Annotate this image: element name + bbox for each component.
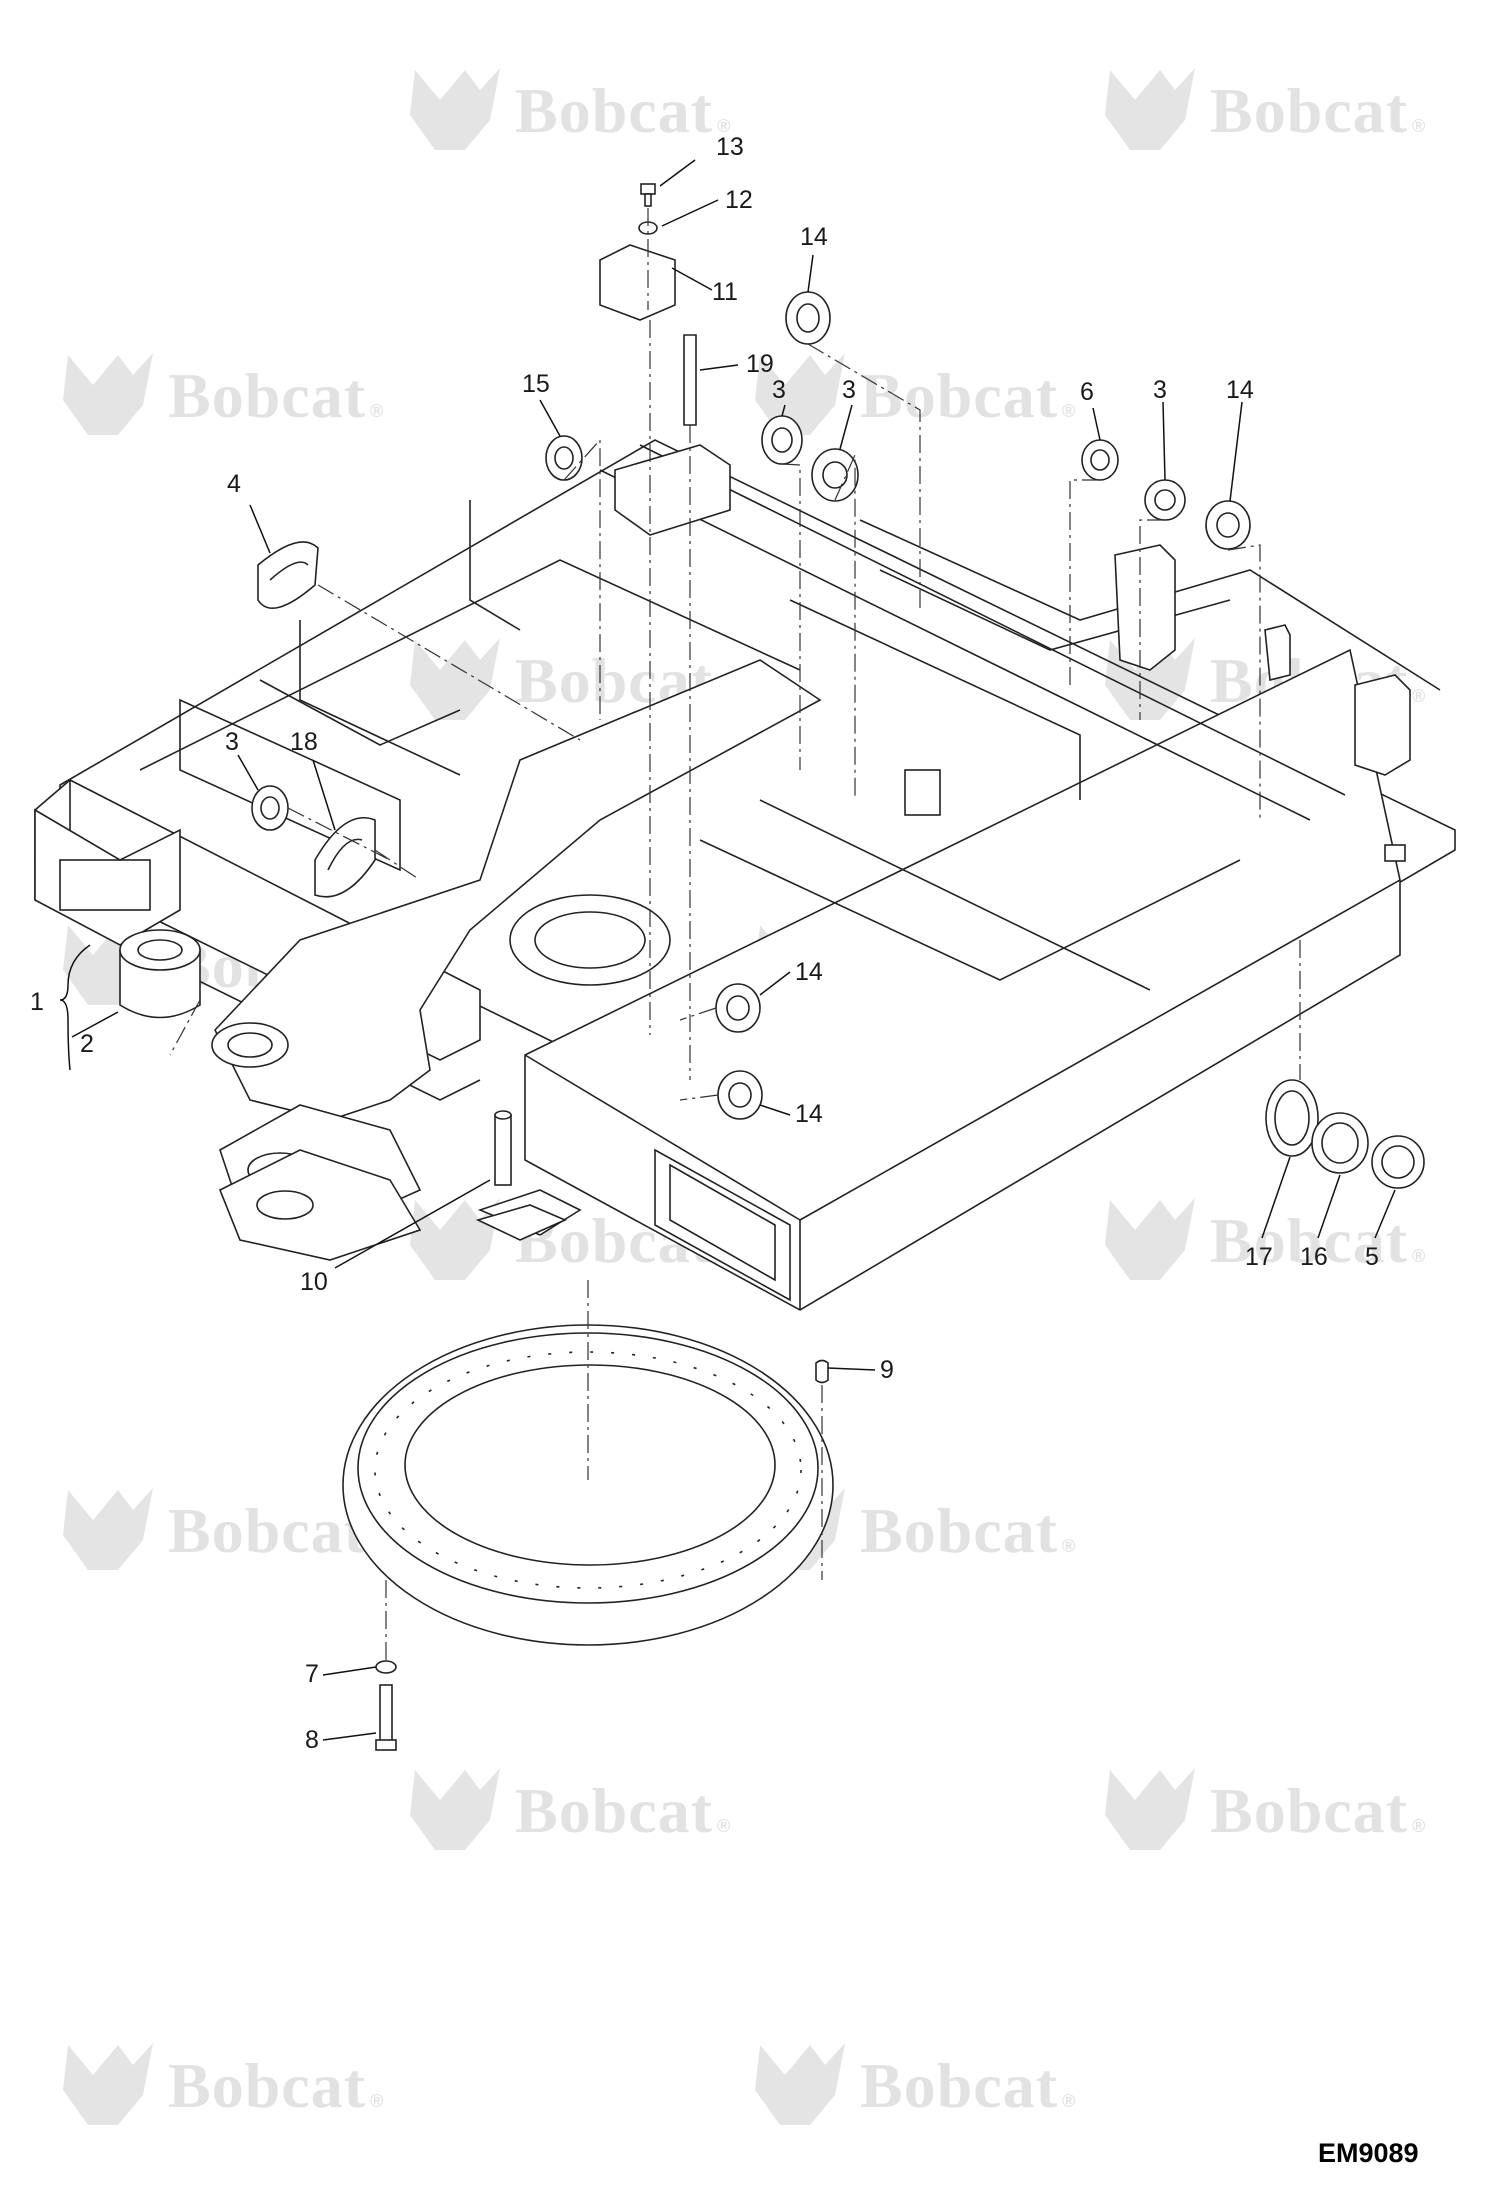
loose-parts xyxy=(251,183,1425,1751)
main-frame-drawing xyxy=(34,439,1456,1311)
part-rod-19 xyxy=(683,334,697,426)
callout-10: 10 xyxy=(300,1268,328,1296)
watermark-text: Bobcat® xyxy=(1210,1775,1426,1846)
watermark-reg-mark: ® xyxy=(370,2091,384,2111)
callout-14: 14 xyxy=(800,223,828,251)
callout-13: 13 xyxy=(716,133,744,161)
part-grommet-4 xyxy=(257,541,319,609)
watermark-logo: Bobcat® xyxy=(410,638,730,720)
part-ring-16 xyxy=(1311,1112,1369,1174)
part-bolt-8 xyxy=(375,1684,397,1751)
callout-14: 14 xyxy=(795,1100,823,1128)
callout-18: 18 xyxy=(290,728,318,756)
watermark-text: Bobcat® xyxy=(515,1775,731,1846)
callout-labels: 13 12 11 14 19 15 3 3 6 3 14 4 3 18 14 1… xyxy=(30,133,1379,1754)
callout-7: 7 xyxy=(305,1660,319,1688)
callout-3: 3 xyxy=(842,376,856,404)
watermark-reg-mark: ® xyxy=(1412,1246,1426,1266)
callout-17: 17 xyxy=(1245,1243,1273,1271)
watermark-text: Bobcat® xyxy=(1210,75,1426,146)
part-grommet-3 xyxy=(761,415,803,465)
callout-19: 19 xyxy=(746,350,774,378)
watermark-reg-mark: ® xyxy=(1412,1816,1426,1836)
part-pin-10 xyxy=(475,1110,567,1241)
callout-3: 3 xyxy=(1153,376,1167,404)
part-grommet-14 xyxy=(717,1070,763,1120)
watermark-reg-mark: ® xyxy=(1062,1536,1076,1556)
watermark-reg-mark: ® xyxy=(1062,401,1076,421)
part-grommet-3 xyxy=(251,785,289,831)
watermark-reg-mark: ® xyxy=(717,116,731,136)
callout-14: 14 xyxy=(795,958,823,986)
watermark-text: Bobcat® xyxy=(860,1495,1076,1566)
watermark-text: Bobcat® xyxy=(1210,1205,1426,1276)
watermark-reg-mark: ® xyxy=(717,1816,731,1836)
callout-16: 16 xyxy=(1300,1243,1328,1271)
part-washer-7 xyxy=(375,1660,397,1674)
callout-1: 1 xyxy=(30,988,44,1016)
watermark-text: Bobcat® xyxy=(168,2050,384,2121)
callout-4: 4 xyxy=(227,470,241,498)
watermark-logo: Bobcat® xyxy=(1105,1768,1426,1850)
watermark-text: Bobcat® xyxy=(860,2050,1076,2121)
callout-5: 5 xyxy=(1365,1243,1379,1271)
watermark-logo: Bobcat® xyxy=(1105,1198,1426,1280)
watermark-text: Bobcat® xyxy=(860,360,1076,431)
callout-9: 9 xyxy=(880,1356,894,1384)
watermark-logo: Bobcat® xyxy=(63,353,384,435)
watermark-logo: Bobcat® xyxy=(63,2043,384,2125)
watermark-reg-mark: ® xyxy=(370,401,384,421)
callout-8: 8 xyxy=(305,1726,319,1754)
part-bolt-13 xyxy=(640,183,656,207)
part-pin-9 xyxy=(815,1359,829,1384)
callout-3: 3 xyxy=(772,376,786,404)
watermark-logo: Bobcat® xyxy=(1105,68,1426,150)
watermark-text: Bobcat® xyxy=(168,360,384,431)
part-grommet-14 xyxy=(785,291,831,345)
part-grommet-18 xyxy=(314,816,376,898)
callout-leaders xyxy=(59,159,1396,1741)
part-grommet-15 xyxy=(545,435,583,481)
part-ring-5 xyxy=(1371,1135,1425,1189)
watermark-logo: Bobcat® xyxy=(410,68,731,150)
watermark-logo: Bobcat® xyxy=(63,1488,383,1570)
part-grommet-14 xyxy=(1205,500,1251,550)
callout-6: 6 xyxy=(1080,378,1094,406)
watermark-logo: Bobcat® xyxy=(755,353,1076,435)
part-clamp-11 xyxy=(599,244,676,321)
part-grommet-3 xyxy=(811,448,859,502)
watermark-reg-mark: ® xyxy=(1412,116,1426,136)
watermark-reg-mark: ® xyxy=(1412,686,1426,706)
callout-14: 14 xyxy=(1226,376,1254,404)
callout-11: 11 xyxy=(712,278,738,306)
part-grommet-14 xyxy=(715,983,761,1033)
part-grommet-3 xyxy=(1144,479,1186,521)
part-ring-17 xyxy=(1265,1079,1319,1157)
part-grommet-6 xyxy=(1081,439,1119,481)
alignment-lines xyxy=(169,208,1301,1660)
diagram-code: EM9089 xyxy=(1318,2138,1419,2168)
part-slewing-ring xyxy=(342,1324,834,1646)
watermark-reg-mark: ® xyxy=(1062,2091,1076,2111)
callout-2: 2 xyxy=(80,1030,94,1058)
callout-15: 15 xyxy=(522,370,550,398)
watermark-logo: Bobcat® xyxy=(755,2043,1076,2125)
watermark-logo: Bobcat® xyxy=(410,1768,731,1850)
callout-12: 12 xyxy=(725,186,753,214)
callout-3: 3 xyxy=(225,728,239,756)
watermark-text: Bobcat® xyxy=(515,75,731,146)
